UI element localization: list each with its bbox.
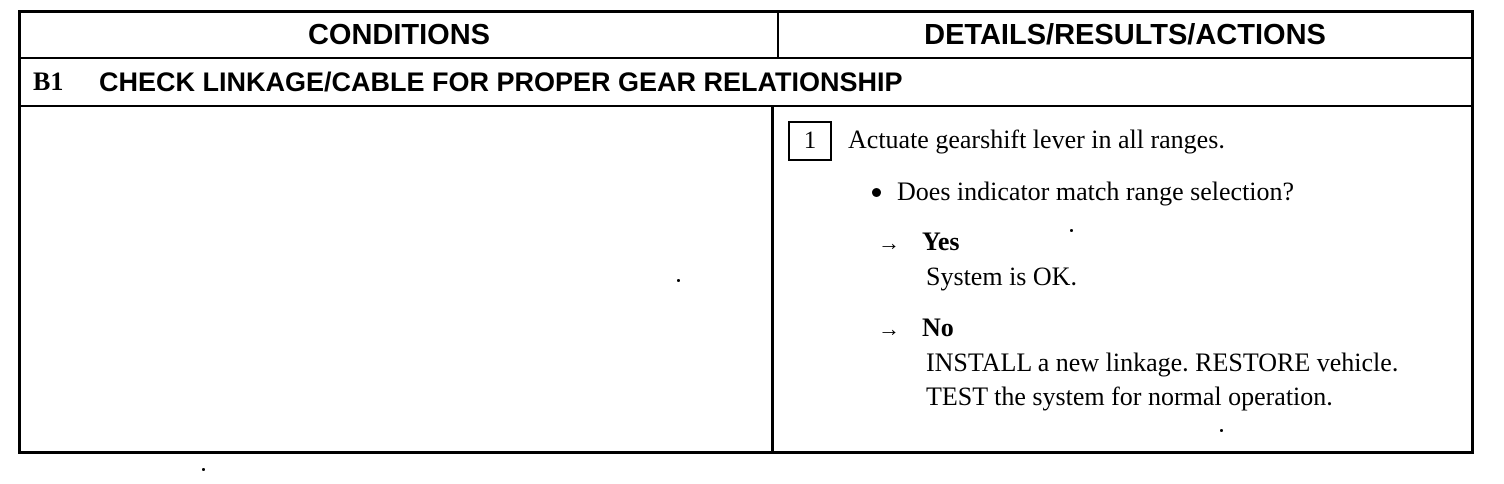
arrow-right-icon: → <box>878 230 900 255</box>
result-action: INSTALL a new linkage. RESTORE vehicle. … <box>926 348 1399 411</box>
conditions-header: CONDITIONS <box>307 19 491 51</box>
scan-speck <box>1220 429 1223 432</box>
details-cell: 1 Actuate gearshift lever in all ranges.… <box>774 107 1471 454</box>
table-header-row: CONDITIONS DETAILS/RESULTS/ACTIONS <box>21 13 1471 59</box>
result-no: → No INSTALL a new linkage. RESTORE vehic… <box>878 311 1426 414</box>
question-text: Does indicator match range selection? <box>897 177 1295 206</box>
step-number-box: 1 <box>788 121 832 161</box>
conditions-cell <box>21 107 771 454</box>
section-title: CHECK LINKAGE/CABLE FOR PROPER GEAR RELA… <box>99 67 903 97</box>
step-instruction: Actuate gearshift lever in all ranges. <box>848 125 1225 154</box>
bullet-icon <box>872 187 881 197</box>
scan-speck <box>1070 229 1073 232</box>
arrow-right-icon: → <box>878 316 900 341</box>
result-label: No <box>922 313 954 342</box>
scan-speck <box>677 279 680 282</box>
section-row: B1 CHECK LINKAGE/CABLE FOR PROPER GEAR R… <box>21 59 1471 107</box>
details-header: DETAILS/RESULTS/ACTIONS <box>924 19 1326 51</box>
result-action: System is OK. <box>926 262 1077 291</box>
column-divider <box>771 107 774 454</box>
scan-speck <box>202 468 205 471</box>
diagnostic-table: CONDITIONS DETAILS/RESULTS/ACTIONS B1 CH… <box>18 10 1474 454</box>
step-question: Does indicator match range selection? <box>872 175 1294 209</box>
result-label: Yes <box>922 227 960 256</box>
result-yes: → Yes System is OK. <box>878 225 1426 294</box>
header-divider <box>777 13 779 57</box>
section-id: B1 <box>33 67 64 96</box>
